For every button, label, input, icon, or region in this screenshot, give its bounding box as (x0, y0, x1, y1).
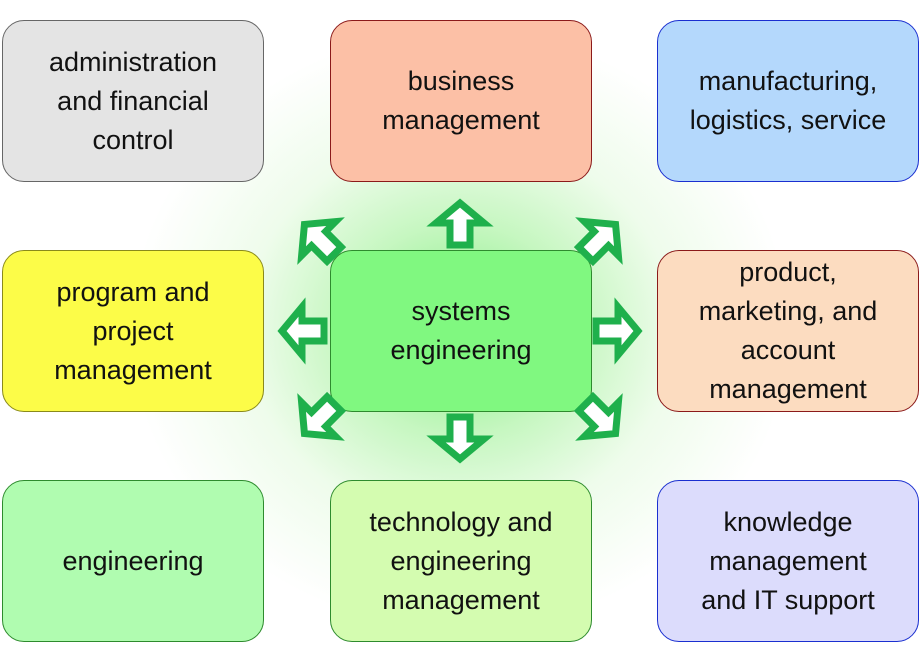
knowledge-management-label: knowledge management and IT support (701, 506, 875, 615)
business-management-box: business management (330, 20, 592, 182)
systems-engineering-label: systems engineering (390, 296, 532, 365)
product-marketing-label: product, marketing, and account manageme… (698, 257, 878, 404)
administration-box: administration and financial control (2, 20, 264, 182)
manufacturing-box: manufacturing, logistics, service (657, 20, 919, 182)
arrow-right (592, 297, 643, 365)
technology-management-box: technology and engineering management (330, 480, 592, 642)
knowledge-management-box: knowledge management and IT support (657, 480, 919, 642)
engineering-label: engineering (62, 545, 204, 576)
arrow-up-right (573, 217, 623, 267)
manufacturing-label: manufacturing, logistics, service (689, 66, 887, 135)
technology-management-label: technology and engineering management (369, 506, 553, 615)
engineering-box: engineering (2, 480, 264, 642)
program-management-box: program and project management (2, 250, 264, 412)
administration-label: administration and financial control (48, 46, 218, 155)
business-management-label: business management (382, 66, 540, 135)
arrow-left (277, 297, 328, 365)
arrow-up (426, 198, 494, 249)
arrow-down-left (297, 391, 347, 441)
product-marketing-box: product, marketing, and account manageme… (657, 250, 919, 412)
program-management-label: program and project management (54, 276, 212, 385)
systems-engineering-box: systems engineering (330, 250, 592, 412)
arrow-down (426, 413, 494, 464)
arrow-down-right (573, 391, 623, 441)
arrow-up-left (297, 217, 347, 267)
